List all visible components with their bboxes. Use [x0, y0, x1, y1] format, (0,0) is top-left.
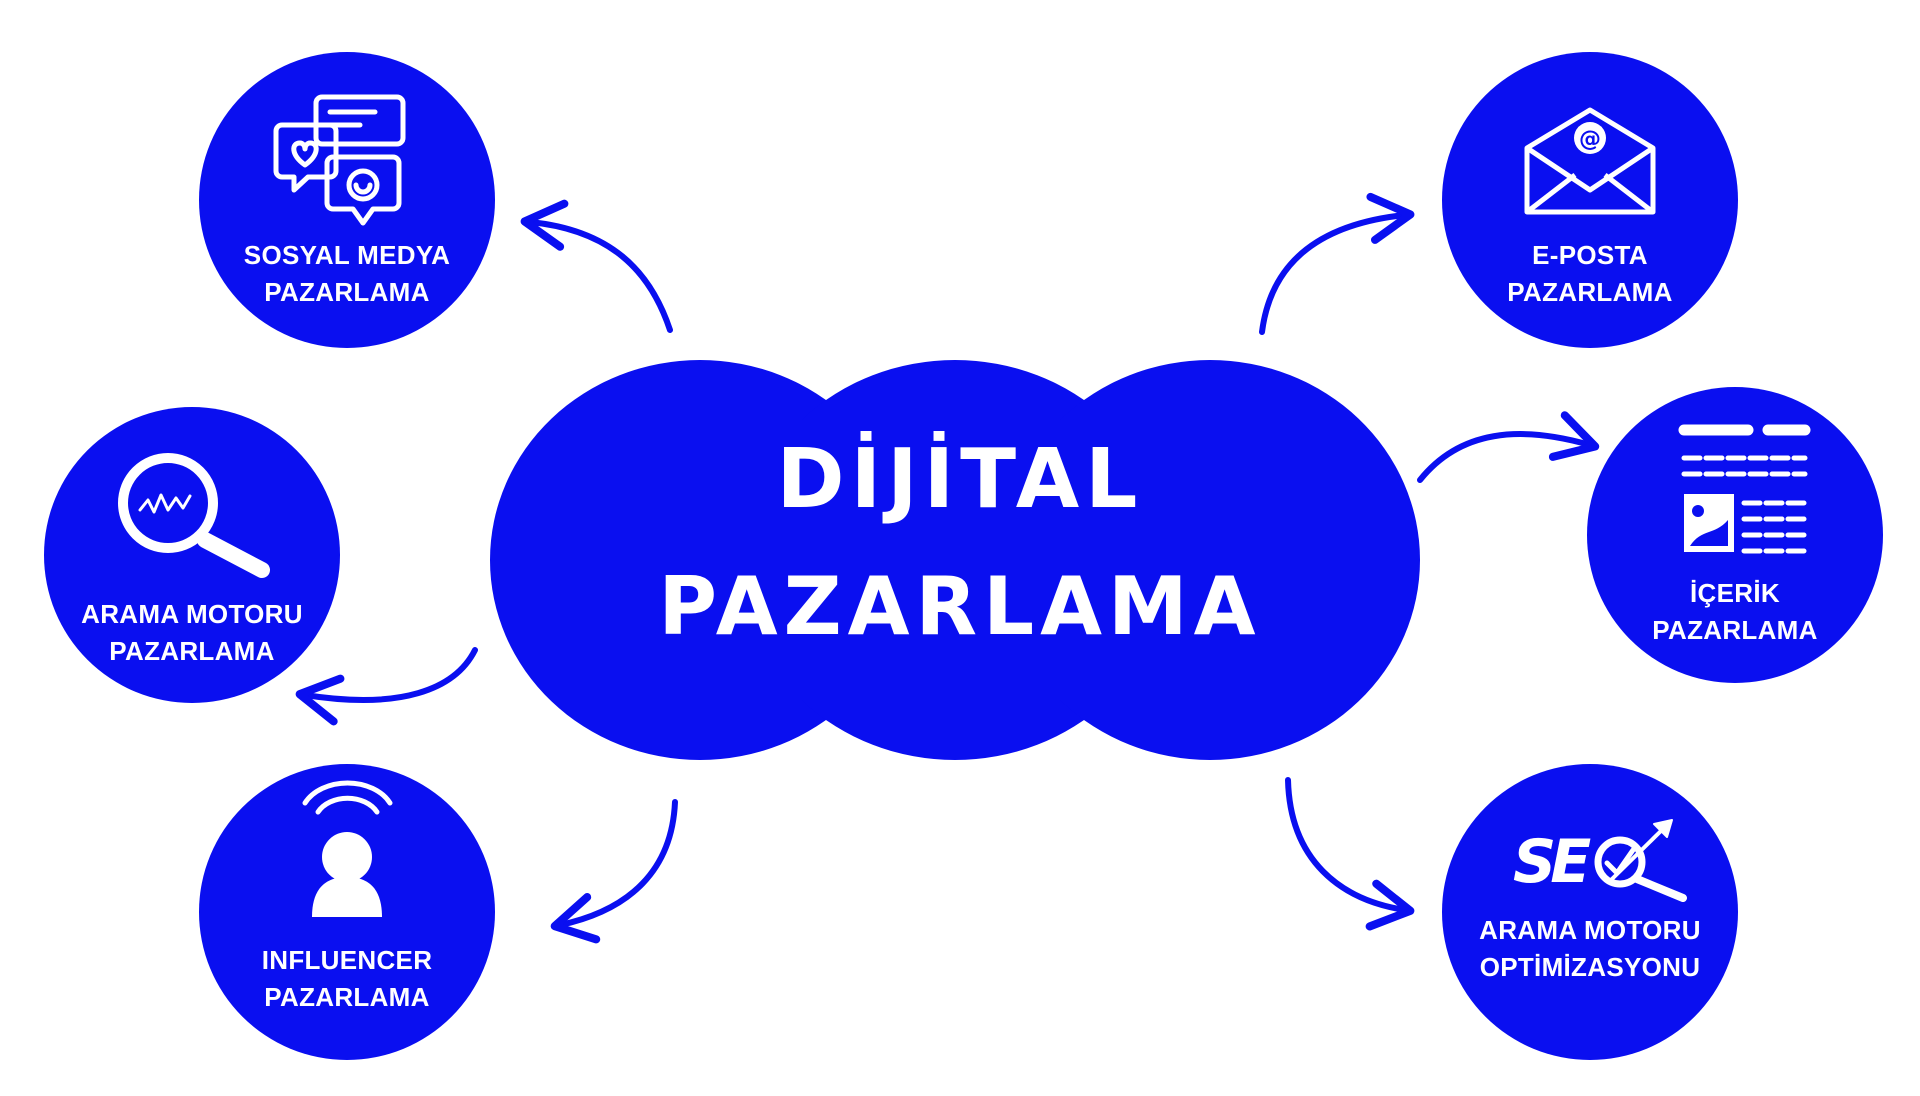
node-circle-social[interactable]	[199, 52, 495, 348]
node-circle-content[interactable]	[1587, 387, 1883, 683]
seo-magnifier-icon	[1594, 819, 1687, 902]
arrow-to-email	[1259, 192, 1415, 335]
node-label-influencer-line2: PAZARLAMA	[264, 982, 430, 1012]
node-label-search-line1: ARAMA MOTORU	[81, 599, 303, 629]
svg-text:@: @	[1579, 127, 1601, 152]
node-label-seo-line2: OPTİMİZASYONU	[1479, 952, 1701, 982]
node-circle-search[interactable]	[44, 407, 340, 703]
center-title-line2: PAZARLAMA	[658, 560, 1262, 653]
chat-bubbles-icon	[273, 94, 406, 226]
arrow-to-search	[295, 647, 478, 726]
node-label-content-line2: PAZARLAMA	[1652, 615, 1818, 645]
envelope-at-icon: @	[1524, 107, 1656, 215]
center-title-line1: DİJİTAL	[776, 432, 1144, 527]
node-label-email: E-POSTA PAZARLAMA	[1440, 237, 1740, 311]
arrow-to-social	[520, 199, 673, 333]
node-label-search: ARAMA MOTORU PAZARLAMA	[42, 596, 342, 670]
magnifier-chart-icon	[118, 453, 270, 578]
node-label-social-line1: SOSYAL MEDYA	[243, 240, 451, 270]
node-label-seo: ARAMA MOTORU OPTİMİZASYONU	[1440, 912, 1740, 986]
node-label-influencer-line1: INFLUENCER	[261, 945, 433, 975]
node-circle-seo[interactable]	[1442, 764, 1738, 1060]
node-label-email-line2: PAZARLAMA	[1507, 277, 1673, 307]
seo-logo-text: SE	[1513, 827, 1591, 897]
node-label-social-line2: PAZARLAMA	[264, 277, 430, 307]
arrow-to-content	[1417, 411, 1600, 483]
center-cloud	[490, 360, 1420, 760]
node-label-seo-line1: ARAMA MOTORU	[1479, 915, 1701, 945]
node-label-content: İÇERİK PAZARLAMA	[1585, 575, 1885, 649]
node-label-search-line2: PAZARLAMA	[109, 636, 275, 666]
arrow-to-influencer	[550, 799, 678, 944]
node-label-influencer: INFLUENCER PAZARLAMA	[197, 942, 497, 1016]
article-layout-icon	[1678, 424, 1811, 554]
broadcasting-person-icon	[302, 780, 393, 917]
node-circle-email[interactable]	[1442, 52, 1738, 348]
node-label-email-line1: E-POSTA	[1532, 240, 1648, 270]
node-label-social: SOSYAL MEDYA PAZARLAMA	[197, 237, 497, 311]
node-label-content-line1: İÇERİK	[1690, 578, 1780, 608]
arrow-to-seo	[1285, 777, 1415, 931]
